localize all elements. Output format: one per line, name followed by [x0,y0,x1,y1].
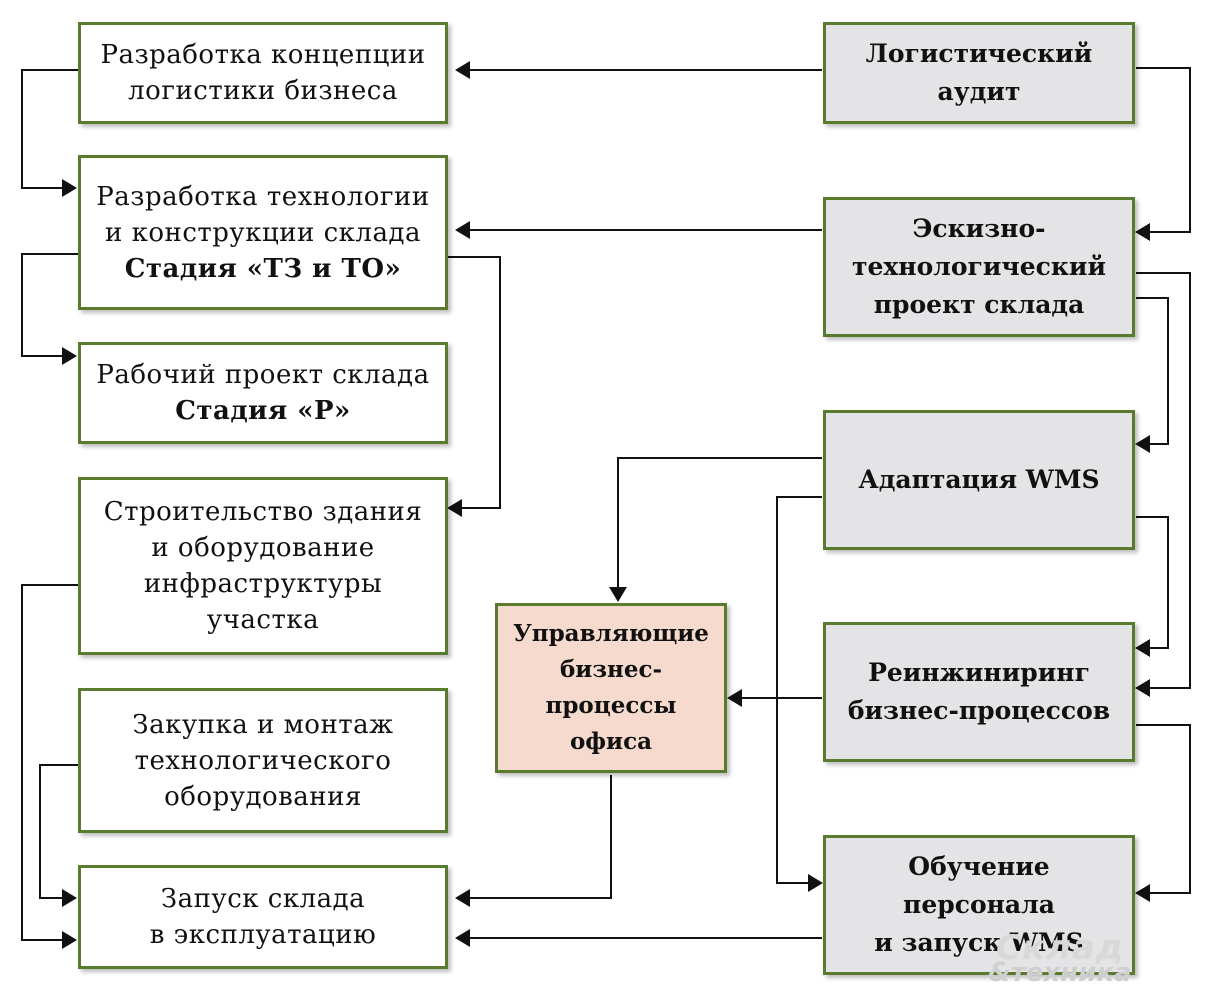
arrow-sketch-to-wms [1136,297,1169,445]
arrow-equipment-to-launch [39,764,78,899]
box-construction: Строительство здания и оборудование инфр… [78,477,448,655]
arrowhead [455,221,470,239]
arrowhead [455,61,470,79]
box-equipment-purchase: Закупка и монтаж технологического оборуд… [78,688,448,833]
box-working-project: Рабочий проект склада Стадия «Р» [78,342,448,444]
arrowhead [62,931,77,949]
arrowhead [808,874,823,892]
arrow-wms-to-office [617,457,822,588]
arrowhead [62,889,77,907]
arrow-reeng-to-training [1136,724,1191,894]
box-warehouse-launch: Запуск склада в эксплуатацию [78,865,448,969]
arrowhead [1135,223,1150,241]
arrow-construction-to-launch [21,584,78,941]
arrowhead [455,929,470,947]
arrow-wms-to-reeng [1136,516,1169,649]
box-warehouse-technology: Разработка технологии и конструкции скла… [78,155,448,310]
arrowhead [1135,435,1150,453]
box-reengineering: Реинжиниринг бизнес-процессов [823,622,1135,762]
box-logistics-concept: Разработка концепции логистики бизнеса [78,22,448,124]
box-logistics-audit: Логистический аудит [823,22,1135,124]
arrowhead [1135,884,1150,902]
arrow-office-to-launch [470,775,612,899]
arrow-audit-to-sketch [1136,67,1191,233]
arrow-tech-to-construction [446,256,501,509]
arrowhead [455,889,470,907]
arrowhead [62,179,77,197]
box-office-business-processes: Управляющие бизнес- процессы офиса [495,603,727,773]
arrowhead [727,689,742,707]
arrowhead [447,499,462,517]
arrow-concept-to-tech [21,69,78,189]
arrowhead [62,347,77,365]
box-training-wms-launch: Обучение персонала и запуск WMS [823,835,1135,975]
arrow-wms-to-training [776,496,822,884]
arrowhead [1135,679,1150,697]
box-sketch-project: Эскизно- технологический проект склада [823,197,1135,337]
arrow-sketch-to-reeng [1136,272,1191,689]
arrow-tech-to-working [21,253,78,357]
arrowhead [1135,639,1150,657]
box-wms-adaptation: Адаптация WMS [823,410,1135,550]
arrowhead [609,587,627,602]
